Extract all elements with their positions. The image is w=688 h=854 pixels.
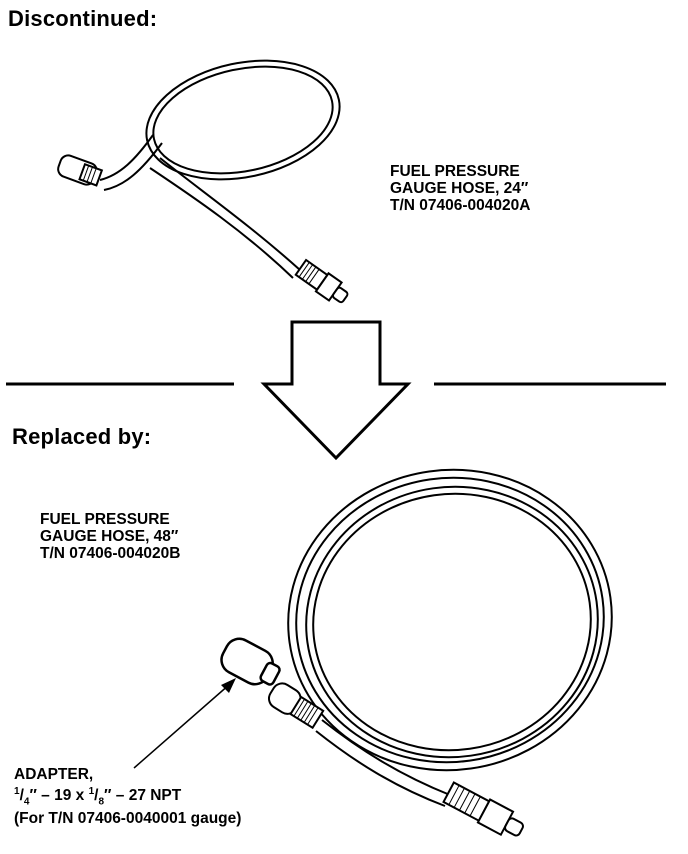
replaced-by-heading: Replaced by: [12, 424, 152, 449]
coiled-hose-48in-icon [267, 468, 613, 837]
adapter-size-suffix: – 27 NPT [115, 787, 182, 805]
new-hose-label-line1: FUEL PRESSURE [40, 511, 170, 528]
new-hose-label-line2: GAUGE HOSE, 48″ [40, 528, 179, 545]
adapter-frac1-num: 1 [14, 786, 20, 797]
old-hose-label-line3: T/N 07406-004020A [390, 197, 531, 214]
adapter-size-prefix: – 19 x [41, 787, 85, 805]
adapter-label-line3: (For T/N 07406-0040001 gauge) [14, 810, 242, 828]
adapter-leader-line [133, 678, 236, 769]
adapter-label-line1: ADAPTER, [14, 766, 94, 783]
new-hose-label: FUEL PRESSURE GAUGE HOSE, 48″ T/N 07406-… [40, 511, 180, 562]
adapter-frac1-den: 4 [23, 796, 30, 808]
old-hose-label-line1: FUEL PRESSURE [390, 163, 520, 180]
adapter-label-line2: 1/4″ – 19 x 1/8″ – 27 NPT [14, 786, 182, 808]
adapter-frac2-den: 8 [98, 796, 105, 808]
old-hose-label-line2: GAUGE HOSE, 24″ [390, 180, 529, 197]
adapter-fitting-icon [220, 637, 281, 686]
discontinued-heading: Discontinued: [8, 6, 158, 31]
coiled-hose-24in-icon [57, 59, 349, 304]
old-hose-label: FUEL PRESSURE GAUGE HOSE, 24″ T/N 07406-… [390, 163, 530, 214]
adapter-frac2-num: 1 [88, 786, 95, 797]
new-hose-label-line3: T/N 07406-004020B [40, 545, 181, 562]
adapter-label: ADAPTER, 1/4″ – 19 x 1/8″ – 27 NPT (For … [14, 766, 241, 827]
down-arrow-icon [260, 320, 412, 461]
